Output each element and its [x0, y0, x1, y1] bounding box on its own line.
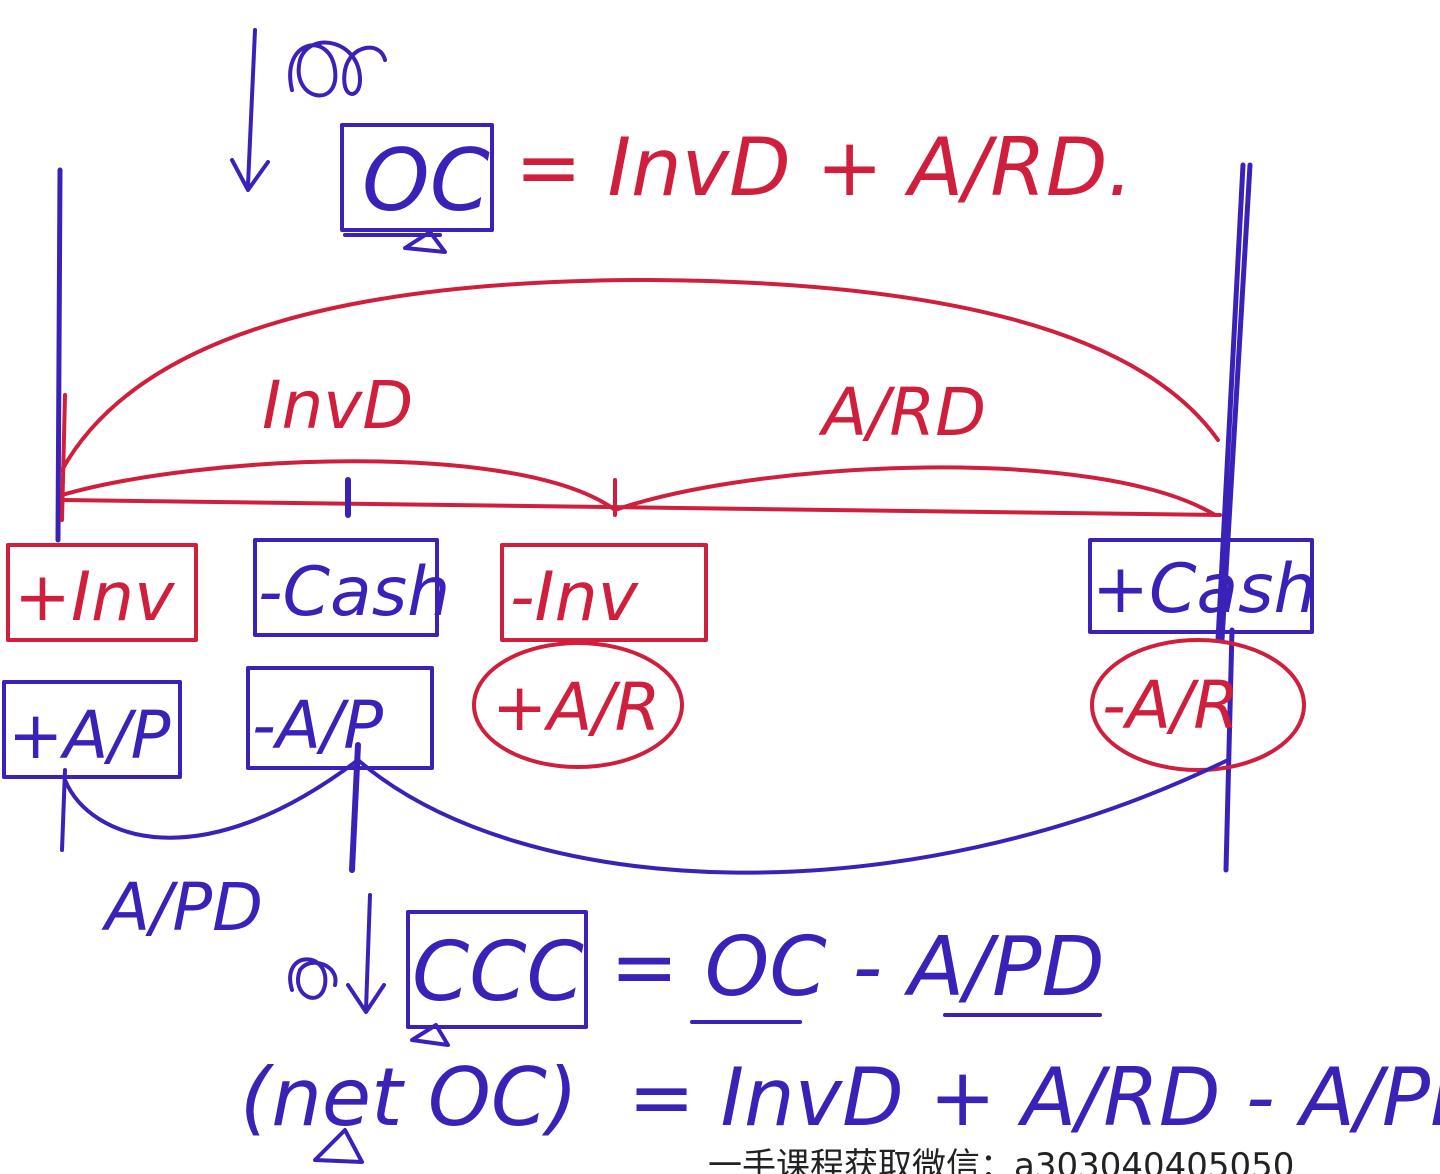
- oc-label: OC: [362, 131, 490, 231]
- scribble-mark: [288, 957, 338, 1000]
- incur-payable-box: [2, 680, 182, 779]
- collect-cash-box: [1088, 538, 1314, 634]
- payable-start-tick: [60, 768, 67, 852]
- delta-mark-icon: [410, 1023, 450, 1047]
- down-arrow-icon: [346, 893, 386, 1014]
- oc-box: [340, 123, 494, 232]
- collect-cash-label: +Cash: [1092, 550, 1317, 629]
- timeline-end-bar: [1215, 162, 1253, 873]
- watermark-text: 一手课程获取微信：a303040405050: [708, 1146, 1295, 1174]
- ccc-label: CCC: [412, 925, 584, 1020]
- incur-payable-label: +A/P: [8, 697, 171, 774]
- down-arrow-icon: [230, 28, 270, 192]
- create-receivable-ellipse: [472, 641, 684, 769]
- start-tick: [60, 393, 67, 522]
- buy-inventory-label: +Inv: [14, 558, 176, 637]
- settle-payable-box: [246, 666, 434, 770]
- ccc-formula-line2: = InvD + A/RD - A/PD.: [628, 1051, 1440, 1144]
- buy-inventory-box: [6, 543, 198, 642]
- timeline-axis: [60, 498, 1222, 517]
- delta-mark-icon: [313, 1128, 364, 1164]
- settle-receivable-label: -A/R: [1102, 667, 1239, 744]
- oc-arc: [60, 278, 1220, 472]
- settle-receivable-ellipse: [1090, 638, 1306, 772]
- ccc-formula-line1: = OC - A/PD: [610, 920, 1105, 1015]
- timeline-start-bar: [55, 167, 63, 543]
- payable-tick: [349, 742, 361, 873]
- sell-inventory-box: [500, 543, 708, 642]
- ard-label: A/RD: [818, 374, 986, 451]
- sell-inventory-label: -Inv: [510, 558, 640, 637]
- invd-arc: [60, 459, 617, 512]
- oc-formula: = InvD + A/RD.: [515, 121, 1133, 214]
- apd-arc: [63, 758, 360, 840]
- ard-arc: [613, 465, 1217, 517]
- settle-payable-label: -A/P: [252, 687, 383, 764]
- ccc-arc: [356, 758, 1230, 875]
- invd-label: InvD: [262, 367, 413, 444]
- net-oc-label: (net OC): [240, 1051, 578, 1144]
- pay-cash-box: [253, 538, 439, 637]
- pay-cash-label: -Cash: [258, 553, 450, 632]
- apd-label: A/PD: [101, 869, 263, 946]
- delta-mark-icon: [343, 230, 447, 254]
- ccc-box: [406, 910, 588, 1029]
- underline-marks: [690, 1013, 1102, 1024]
- create-receivable-label: +A/R: [492, 669, 661, 746]
- scribble-mark: [288, 40, 387, 98]
